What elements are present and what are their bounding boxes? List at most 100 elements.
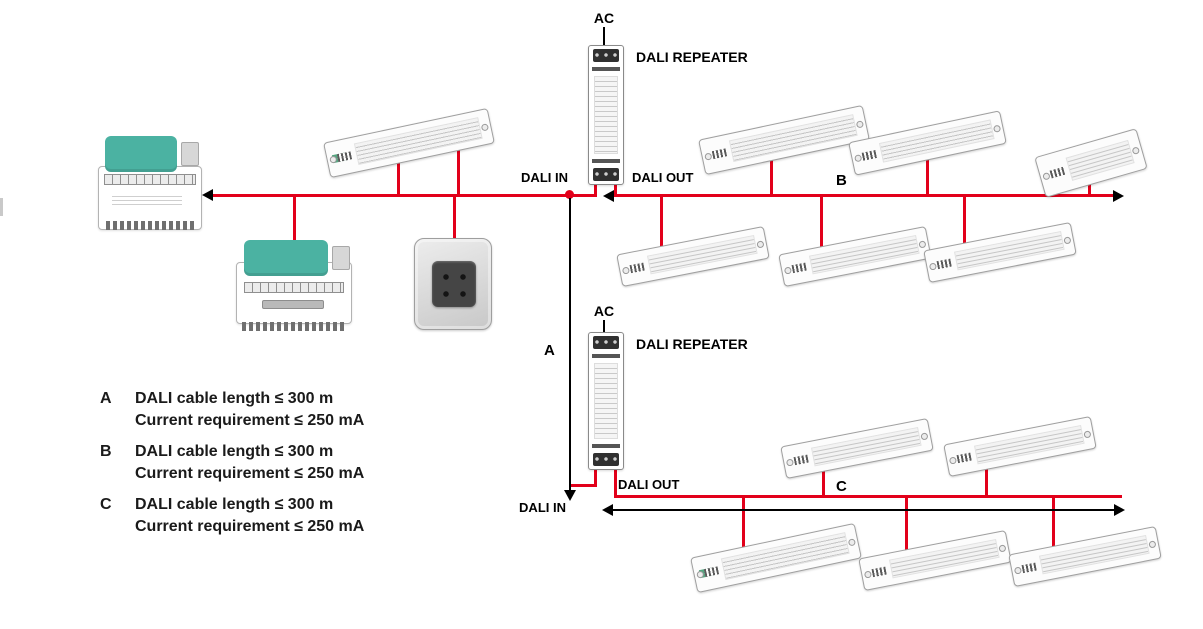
- led-driver: [943, 415, 1097, 478]
- legend-item-a: A DALI cable length ≤ 300 m Current requ…: [100, 388, 520, 432]
- driver-terminals: [791, 262, 807, 273]
- repeater-title-bottom: DALI REPEATER: [636, 336, 748, 352]
- segment-c-label: C: [836, 478, 847, 495]
- driver-terminals: [936, 258, 952, 269]
- led-driver: [323, 107, 495, 179]
- driver-label: [646, 234, 758, 275]
- dali-drop-line: [1052, 497, 1055, 548]
- controller-connector: [332, 246, 350, 270]
- dali-bus-c: [614, 495, 1122, 498]
- arrow-a-shaft: [569, 198, 571, 492]
- dali-bus-b: [614, 194, 1114, 197]
- legend-text-a: DALI cable length ≤ 300 m Current requir…: [135, 388, 364, 432]
- legend-line: Current requirement ≤ 250 mA: [135, 412, 365, 429]
- arrow-c-right-head-icon: [1114, 504, 1125, 516]
- repeater-label-area: [594, 76, 618, 154]
- dali-drop-line: [457, 150, 460, 194]
- dali-bus-left: [213, 194, 597, 197]
- segment-b-label: B: [836, 172, 847, 189]
- led-driver: [1034, 128, 1148, 198]
- ac-feed-line-top: [603, 27, 605, 45]
- driver-terminals: [1021, 562, 1037, 573]
- driver-label: [973, 424, 1085, 465]
- driver-label: [353, 117, 483, 165]
- controller-din-teeth: [106, 221, 194, 230]
- led-driver: [616, 225, 770, 288]
- controller-slot: [262, 300, 324, 309]
- controller-connector: [181, 142, 199, 166]
- driver-terminals: [871, 566, 887, 577]
- driver-terminals: [711, 148, 728, 160]
- repeater-band: [592, 67, 620, 71]
- legend-text-b: DALI cable length ≤ 300 m Current requir…: [135, 441, 364, 485]
- led-driver: [690, 522, 862, 594]
- dali-drop-line: [1088, 180, 1091, 194]
- legend-line: Current requirement ≤ 250 mA: [135, 465, 365, 482]
- bus-left-arrowhead-icon: [202, 189, 213, 201]
- legend-line: DALI cable length ≤ 300 m: [135, 443, 334, 460]
- dali-elbow-in-bottom: [594, 470, 597, 487]
- controller-din-teeth: [242, 322, 346, 331]
- dali-drop-line: [926, 156, 929, 194]
- repeater-terminal-top: [593, 49, 619, 62]
- bus-junction-dot: [565, 190, 574, 199]
- legend-item-b: B DALI cable length ≤ 300 m Current requ…: [100, 441, 520, 485]
- led-driver: [778, 225, 932, 288]
- dali-controller-device: [98, 132, 204, 232]
- dali-drop-line: [293, 194, 296, 244]
- repeater-terminal-bottom: [593, 453, 619, 466]
- repeater-terminal-top: [593, 336, 619, 349]
- legend: A DALI cable length ≤ 300 m Current requ…: [100, 388, 520, 547]
- led-driver: [923, 221, 1077, 284]
- dali-drop-line: [770, 158, 773, 194]
- dali-drop-line: [905, 497, 908, 551]
- driver-label: [1038, 534, 1150, 575]
- legend-key-c: C: [100, 496, 112, 513]
- arrow-b-right-head-icon: [1113, 190, 1124, 202]
- legend-line: DALI cable length ≤ 300 m: [135, 390, 334, 407]
- led-driver: [1008, 525, 1162, 588]
- driver-label: [810, 426, 922, 467]
- driver-terminals: [336, 151, 353, 163]
- arrow-c-left-head-icon: [602, 504, 613, 516]
- repeater-label-area: [594, 363, 618, 439]
- driver-terminals: [703, 566, 720, 578]
- legend-item-c: C DALI cable length ≤ 300 m Current requ…: [100, 494, 520, 538]
- dali-drop-line: [985, 464, 988, 495]
- ac-label-top: AC: [593, 10, 615, 26]
- legend-key-b: B: [100, 443, 112, 460]
- driver-label: [808, 234, 920, 275]
- legend-text-c: DALI cable length ≤ 300 m Current requir…: [135, 494, 364, 538]
- controller-label: [112, 196, 182, 207]
- driver-label: [728, 114, 858, 162]
- driver-label: [1065, 139, 1135, 182]
- repeater-title-top: DALI REPEATER: [636, 49, 748, 65]
- legend-line: Current requirement ≤ 250 mA: [135, 518, 365, 535]
- dali-drop-line: [453, 194, 456, 242]
- ac-label-bottom: AC: [593, 303, 615, 319]
- driver-terminals: [1049, 166, 1066, 179]
- led-driver: [858, 529, 1012, 592]
- dali-elbow-in-top: [594, 184, 597, 194]
- repeater-band: [592, 159, 620, 163]
- arrow-c-shaft: [610, 509, 1116, 511]
- driver-terminals: [956, 452, 972, 463]
- driver-label: [953, 230, 1065, 271]
- controller-cap: [105, 136, 177, 172]
- dali-in-label-top: DALI IN: [521, 170, 568, 185]
- legend-line: DALI cable length ≤ 300 m: [135, 496, 334, 513]
- driver-label: [720, 532, 850, 580]
- led-driver: [780, 417, 934, 480]
- dali-elbow-in-bottom-h: [570, 484, 597, 487]
- dali-out-label-top: DALI OUT: [632, 170, 694, 185]
- dali-drop-line: [963, 194, 966, 244]
- wall-switch-device: [414, 238, 492, 330]
- driver-terminals: [793, 454, 809, 465]
- controller-terminals: [104, 174, 196, 185]
- edge-artifact: [0, 198, 3, 216]
- ac-feed-line-bottom: [603, 320, 605, 332]
- dali-elbow-out-bottom: [614, 470, 617, 498]
- driver-terminals: [629, 262, 645, 273]
- dali-repeater-device-top: [588, 45, 624, 185]
